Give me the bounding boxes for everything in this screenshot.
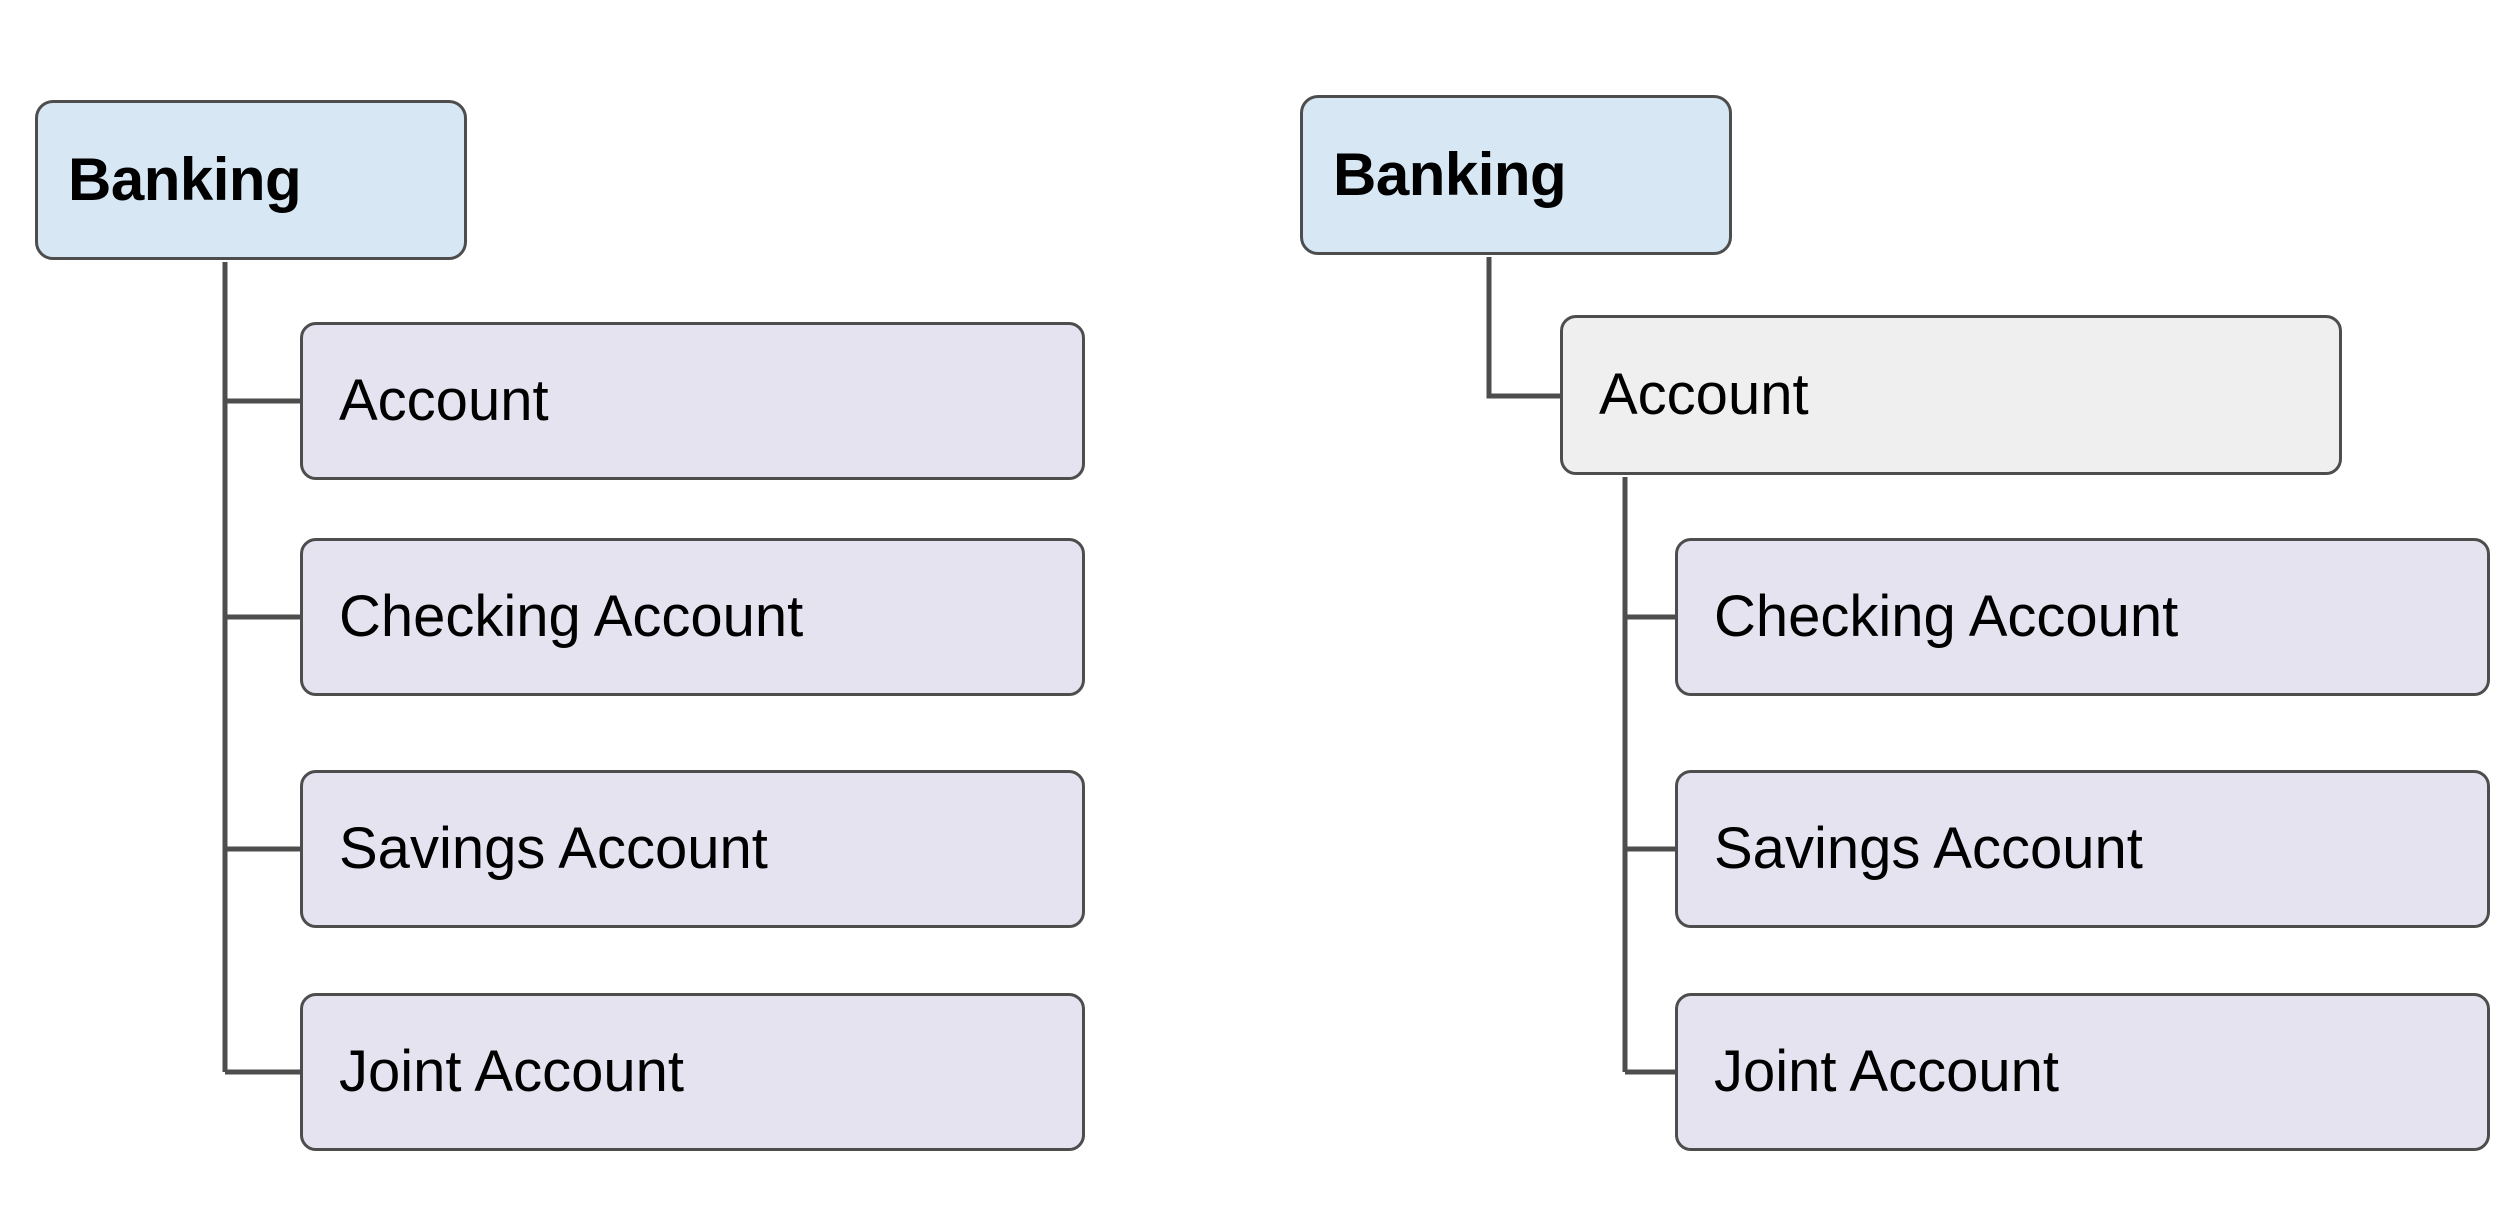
node-label: Account (339, 368, 549, 433)
node-checking-account-right[interactable]: Checking Account (1675, 538, 2490, 696)
node-label: Joint Account (1714, 1039, 2059, 1104)
node-account-group-right[interactable]: Account (1560, 315, 2342, 475)
node-label: Banking (68, 146, 302, 213)
node-savings-account-right[interactable]: Savings Account (1675, 770, 2490, 928)
node-label: Checking Account (1714, 584, 2179, 649)
node-joint-account-left[interactable]: Joint Account (300, 993, 1085, 1151)
diagram-flat-hierarchy: Banking Account Checking Account Savings… (35, 100, 1085, 1151)
node-account-left[interactable]: Account (300, 322, 1085, 480)
node-joint-account-right[interactable]: Joint Account (1675, 993, 2490, 1151)
node-label: Checking Account (339, 584, 804, 649)
node-checking-account-left[interactable]: Checking Account (300, 538, 1085, 696)
edge-root-to-account-group (1486, 257, 1562, 399)
node-banking-root-right[interactable]: Banking (1300, 95, 1732, 255)
node-label: Banking (1333, 141, 1567, 208)
connector-layer-right (1486, 257, 1677, 1075)
node-label: Joint Account (339, 1039, 684, 1104)
node-banking-root-left[interactable]: Banking (35, 100, 467, 260)
node-label: Account (1599, 362, 1809, 427)
diagram-nested-hierarchy: Banking Account Checking Account Savings… (1251, 0, 2502, 1206)
node-savings-account-left[interactable]: Savings Account (300, 770, 1085, 928)
connector-layer-left (222, 262, 302, 1075)
node-label: Savings Account (339, 816, 768, 881)
node-label: Savings Account (1714, 816, 2143, 881)
